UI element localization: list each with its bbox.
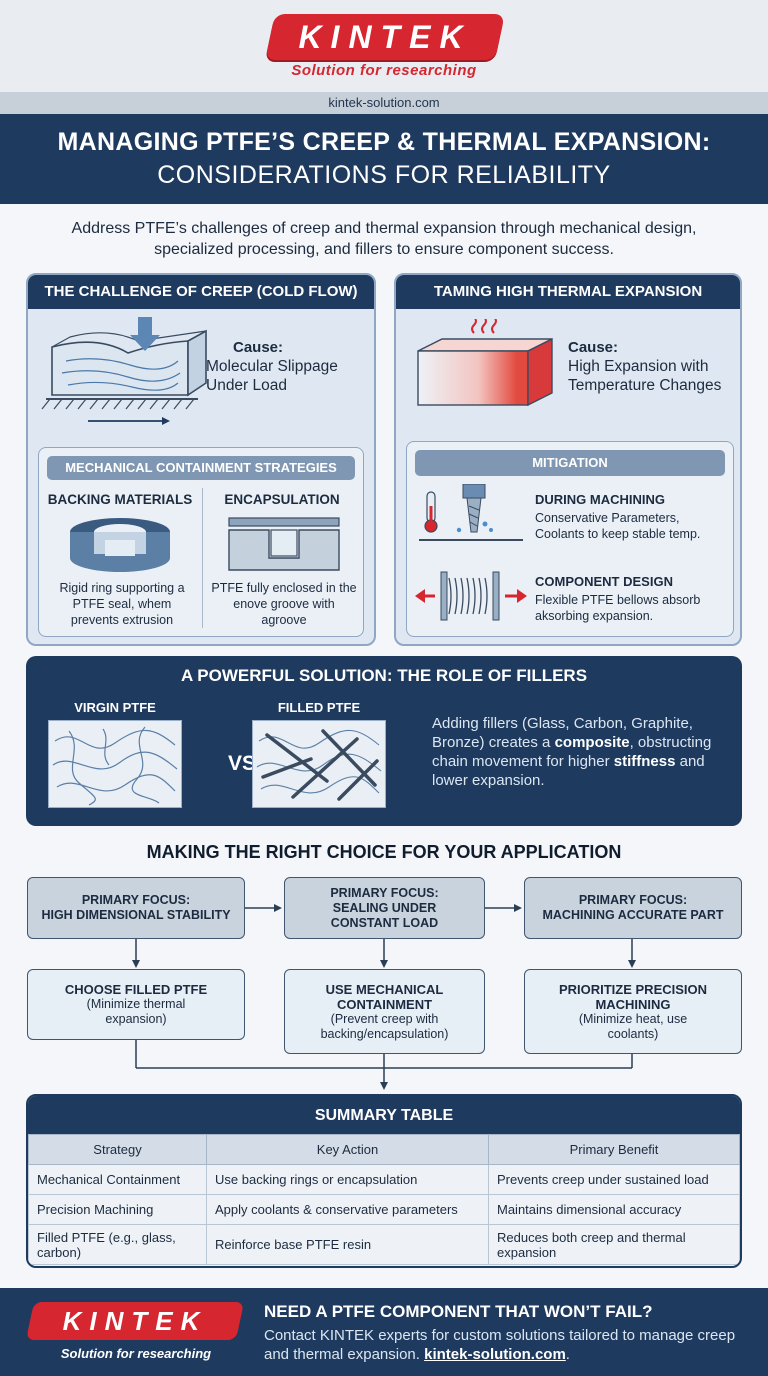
table-cell: Prevents creep under sustained load bbox=[488, 1164, 740, 1195]
footer-heading: NEED A PTFE COMPONENT THAT WON’T FAIL? bbox=[264, 1302, 653, 1321]
action-title: PRIORITIZE PRECISION MACHINING bbox=[558, 981, 708, 1012]
mitigation-heading: MITIGATION bbox=[415, 450, 725, 476]
brand-tagline: Solution for researching bbox=[291, 62, 477, 79]
title-band: MANAGING PTFE’S CREEP & THERMAL EXPANSIO… bbox=[0, 114, 768, 204]
mitigation-subpanel: MITIGATION DURING MACHINING Conservative… bbox=[406, 441, 734, 637]
table-cell: Reduces both creep and thermal expansion bbox=[488, 1224, 740, 1265]
bellows-icon bbox=[415, 571, 527, 621]
filled-label: FILLED PTFE bbox=[277, 700, 361, 715]
focus-label: PRIMARY FOCUS: bbox=[81, 893, 191, 907]
summary-heading: SUMMARY TABLE bbox=[28, 1096, 740, 1134]
backing-title: BACKING MATERIALS bbox=[47, 492, 193, 507]
filled-ptfe-image bbox=[252, 720, 386, 808]
encapsulation-title: ENCAPSULATION bbox=[224, 492, 340, 507]
fillers-heading: A POWERFUL SOLUTION: THE ROLE OF FILLERS bbox=[180, 666, 588, 685]
action-box-precision[interactable]: PRIORITIZE PRECISION MACHINING (Minimize… bbox=[524, 969, 742, 1054]
action-title: CHOOSE FILLED PTFE bbox=[64, 982, 208, 997]
choice-heading: MAKING THE RIGHT CHOICE FOR YOUR APPLICA… bbox=[146, 842, 622, 862]
fillers-desc-composite: composite bbox=[554, 734, 630, 751]
machining-title: DURING MACHINING bbox=[535, 492, 665, 507]
thermal-panel: TAMING HIGH THERMAL EXPANSION Cause: Hig… bbox=[394, 273, 742, 646]
virgin-ptfe-image bbox=[48, 720, 182, 808]
column-header: Primary Benefit bbox=[488, 1134, 740, 1165]
page-title: MANAGING PTFE’S CREEP & THERMAL EXPANSIO… bbox=[57, 128, 711, 156]
focus-label: PRIMARY FOCUS: bbox=[330, 885, 439, 900]
focus-box-sealing[interactable]: PRIMARY FOCUS: SEALING UNDER CONSTANT LO… bbox=[284, 877, 485, 939]
fillers-desc-part3: and lower expansion. bbox=[432, 753, 705, 789]
action-box-containment[interactable]: USE MECHANICAL CONTAINMENT (Prevent cree… bbox=[284, 969, 485, 1054]
table-cell: Use backing rings or encapsulation bbox=[206, 1164, 489, 1195]
action-detail: (Prevent creep with backing/encapsulatio… bbox=[320, 1011, 449, 1041]
footer-logo-text: KINTEK bbox=[62, 1306, 208, 1336]
focus-label: PRIMARY FOCUS: bbox=[578, 893, 688, 907]
thermal-panel-heading: TAMING HIGH THERMAL EXPANSION bbox=[396, 275, 740, 309]
table-cell: Apply coolants & conservative parameters bbox=[206, 1194, 489, 1225]
design-text: Flexible PTFE bellows absorb aksorbing e… bbox=[535, 593, 701, 623]
virgin-chains-icon bbox=[52, 726, 178, 806]
table-row: Precision Machining Apply coolants & con… bbox=[28, 1194, 740, 1225]
action-detail: (Minimize thermal expansion) bbox=[86, 997, 186, 1026]
brand-header: KINTEK Solution for researching bbox=[0, 0, 768, 92]
action-title: USE MECHANICAL CONTAINMENT bbox=[325, 981, 444, 1012]
creep-cause-text: Molecular Slippage Under Load bbox=[206, 358, 338, 394]
table-row: Mechanical Containment Use backing rings… bbox=[28, 1164, 740, 1195]
creep-panel: THE CHALLENGE OF CREEP (COLD FLOW) Cause… bbox=[26, 273, 376, 646]
footer-period: . bbox=[565, 1346, 570, 1363]
fillers-desc-part1: Adding fillers (Glass, Carbon, Graphite,… bbox=[432, 715, 693, 751]
focus-value: HIGH DIMENSIONAL STABILITY bbox=[41, 908, 231, 922]
design-title: COMPONENT DESIGN bbox=[535, 574, 673, 589]
table-cell: Maintains dimensional accuracy bbox=[488, 1194, 740, 1225]
filled-chains-icon bbox=[256, 729, 382, 801]
page-subtitle: CONSIDERATIONS FOR RELIABILITY bbox=[157, 161, 611, 189]
vs-label: VS bbox=[228, 752, 257, 775]
thermal-cause-label: Cause: bbox=[568, 339, 619, 356]
site-url[interactable]: kintek-solution.com bbox=[0, 92, 768, 114]
action-box-filled-ptfe[interactable]: CHOOSE FILLED PTFE (Minimize thermal exp… bbox=[27, 969, 245, 1040]
footer-cta-text: Contact KINTEK experts for custom soluti… bbox=[264, 1327, 736, 1363]
table-row: Filled PTFE (e.g., glass, carbon) Reinfo… bbox=[28, 1224, 740, 1265]
footer-link[interactable]: kintek-solution.com bbox=[424, 1346, 566, 1363]
column-header: Key Action bbox=[206, 1134, 489, 1165]
table-cell: Reinforce base PTFE resin bbox=[206, 1224, 489, 1265]
focus-box-stability[interactable]: PRIMARY FOCUS: HIGH DIMENSIONAL STABILIT… bbox=[27, 877, 245, 939]
machining-drill-icon bbox=[419, 484, 523, 541]
footer: KINTEK Solution for researching NEED A P… bbox=[0, 1288, 768, 1376]
containment-heading: MECHANICAL CONTAINMENT STRATEGIES bbox=[47, 456, 355, 480]
focus-box-machining[interactable]: PRIMARY FOCUS: MACHINING ACCURATE PART bbox=[524, 877, 742, 939]
heated-block-icon bbox=[417, 319, 553, 407]
action-detail: (Minimize heat, use coolants) bbox=[578, 1011, 688, 1041]
summary-table-panel: SUMMARY TABLE Strategy Key Action Primar… bbox=[26, 1094, 742, 1268]
encapsulation-groove-icon bbox=[228, 517, 340, 571]
machining-text: Conservative Parameters, Coolants to kee… bbox=[535, 511, 701, 541]
summary-table: Strategy Key Action Primary Benefit Mech… bbox=[28, 1134, 740, 1265]
creep-cause-label: Cause: bbox=[233, 339, 284, 356]
intro-text: Address PTFE’s challenges of creep and t… bbox=[71, 220, 697, 258]
table-cell: Filled PTFE (e.g., glass, carbon) bbox=[28, 1224, 207, 1265]
column-divider bbox=[202, 488, 203, 628]
footer-tagline: Solution for researching bbox=[60, 1346, 212, 1361]
creep-panel-heading: THE CHALLENGE OF CREEP (COLD FLOW) bbox=[28, 275, 374, 309]
table-cell: Mechanical Containment bbox=[28, 1164, 207, 1195]
fillers-panel: A POWERFUL SOLUTION: THE ROLE OF FILLERS… bbox=[26, 656, 742, 826]
backing-text: Rigid ring supporting a PTFE seal, whem … bbox=[59, 581, 185, 627]
fillers-desc-part2: , obstructing chain movement for higher bbox=[432, 734, 712, 770]
column-header: Strategy bbox=[28, 1134, 207, 1165]
focus-value: MACHINING ACCURATE PART bbox=[542, 908, 724, 922]
containment-subpanel: MECHANICAL CONTAINMENT STRATEGIES BACKIN… bbox=[38, 447, 364, 637]
virgin-label: VIRGIN PTFE bbox=[74, 700, 156, 715]
encapsulation-text: PTFE fully enclosed in the enove groove … bbox=[211, 581, 357, 627]
kintek-logo[interactable]: KINTEK bbox=[265, 14, 505, 60]
logo-text: KINTEK bbox=[298, 19, 472, 55]
footer-text: Contact KINTEK experts for custom soluti… bbox=[264, 1326, 754, 1364]
fillers-desc-stiffness: stiffness bbox=[613, 753, 676, 770]
focus-value: SEALING UNDER CONSTANT LOAD bbox=[330, 900, 439, 930]
table-cell: Precision Machining bbox=[28, 1194, 207, 1225]
creep-block-icon bbox=[41, 317, 207, 425]
fillers-description: Adding fillers (Glass, Carbon, Graphite,… bbox=[432, 714, 732, 790]
backing-ring-icon bbox=[70, 518, 170, 572]
table-header-row: Strategy Key Action Primary Benefit bbox=[28, 1134, 740, 1165]
footer-kintek-logo[interactable]: KINTEK bbox=[25, 1302, 245, 1340]
thermal-cause-text: High Expansion with Temperature Changes bbox=[568, 358, 722, 394]
